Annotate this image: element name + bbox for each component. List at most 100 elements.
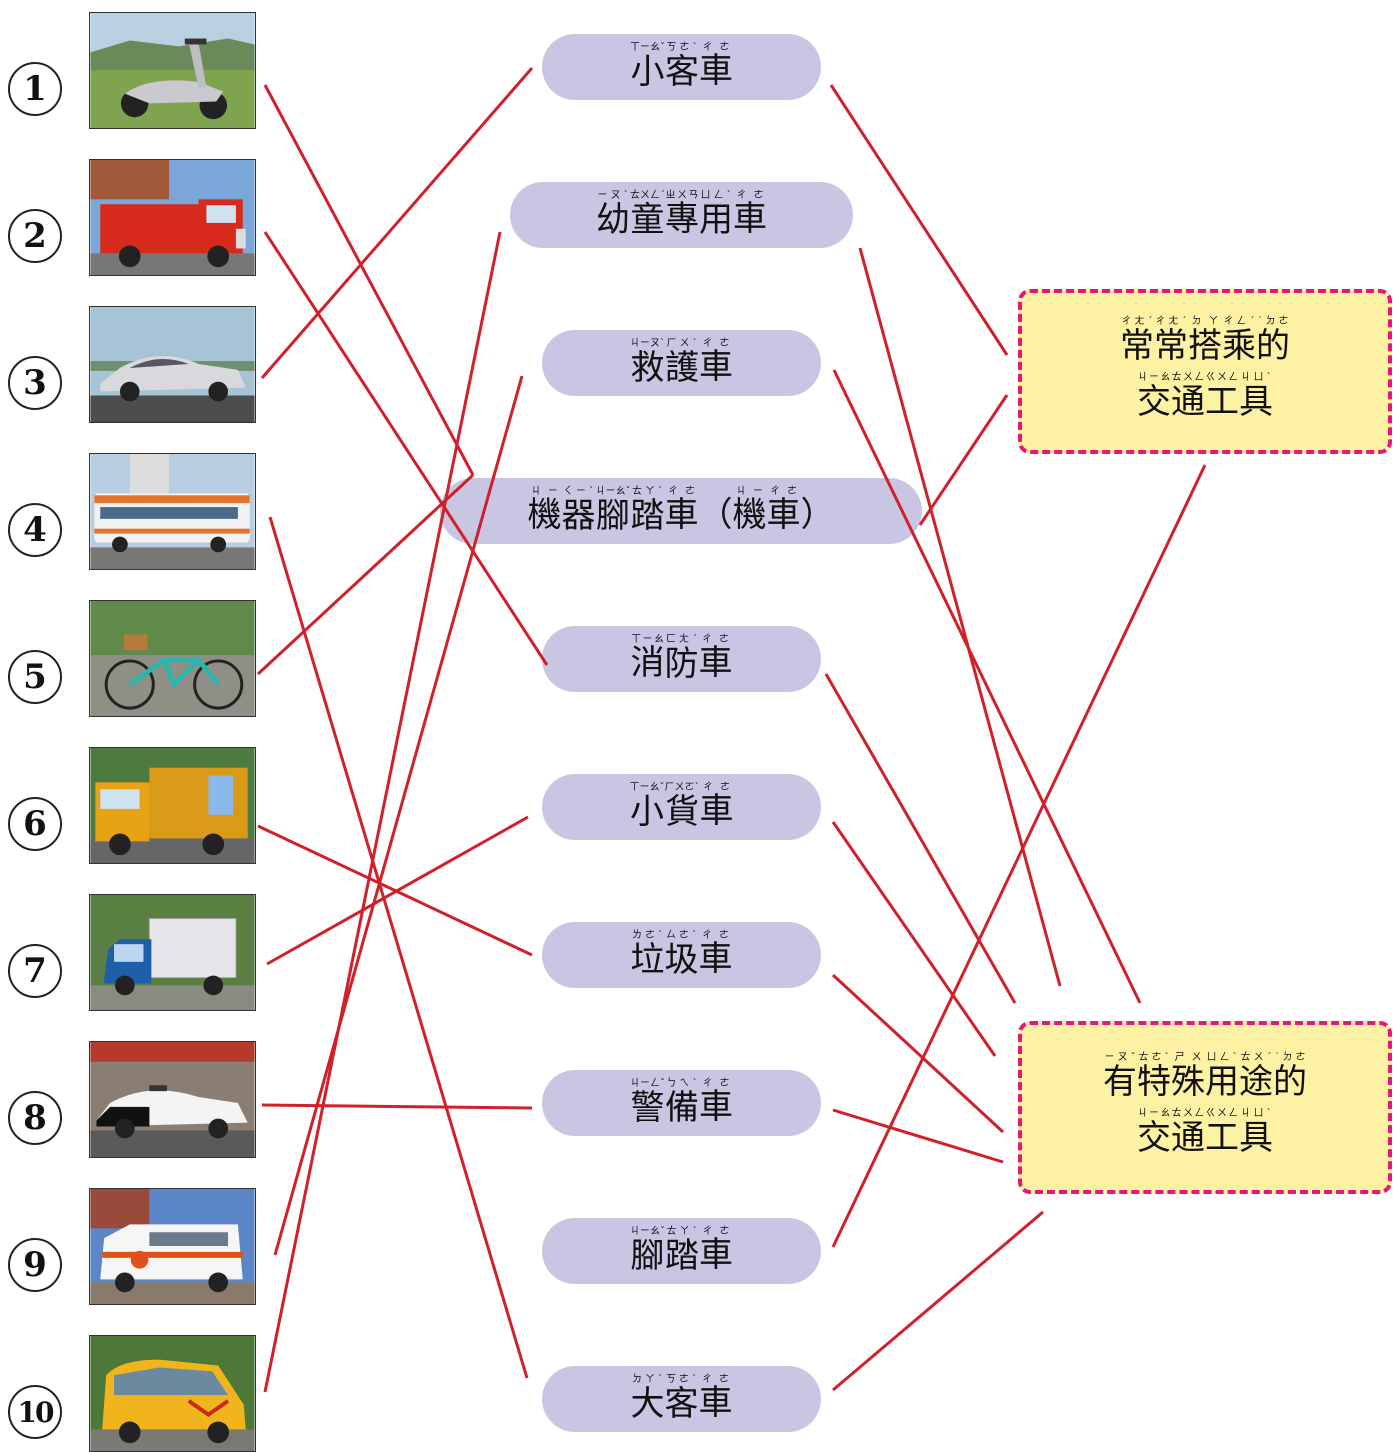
number-5: 5 bbox=[8, 650, 62, 704]
hanzi-char: 常ㄔㄤˊ bbox=[1120, 316, 1154, 367]
hanzi-char: 護ㄏㄨˋ bbox=[665, 337, 699, 388]
hanzi-char: 車ㄔㄜ bbox=[766, 486, 801, 535]
hanzi-char: 途ㄊㄨˊ bbox=[1239, 1052, 1273, 1103]
zhuyin: ㄔㄜ bbox=[698, 634, 733, 645]
hanzi-char: 特ㄊㄜˋ bbox=[1137, 1052, 1171, 1103]
hanzi-char: 有ㄧㄡˇ bbox=[1103, 1052, 1137, 1103]
hanzi-char: 踏ㄊㄚˋ bbox=[630, 485, 665, 536]
zhuyin: ㄐㄧㄡˋ bbox=[630, 337, 665, 349]
match-line-photo-3 bbox=[260, 67, 534, 379]
match-line-vehicle-4 bbox=[918, 394, 1009, 526]
zhuyin: ㄔㄜ bbox=[766, 486, 801, 497]
zhuyin: ㄔㄜ bbox=[698, 930, 733, 941]
hanzi-char: 警ㄐㄧㄥˇ bbox=[630, 1077, 665, 1128]
hanzi-char: 大ㄉㄚˋ bbox=[630, 1373, 665, 1424]
hanzi-char: 乘ㄔㄥˊ bbox=[1222, 316, 1256, 367]
zhuyin: ㄙㄜˋ bbox=[664, 929, 699, 941]
hanzi-char: 專ㄓㄨㄢ bbox=[665, 190, 699, 239]
zhuyin: ㄔㄥˊ bbox=[1222, 316, 1256, 328]
bicycle-icon bbox=[90, 601, 255, 716]
category-line: 有ㄧㄡˇ特ㄊㄜˋ殊ㄕㄨ用ㄩㄥˋ途ㄊㄨˊ的˙ㄉㄜ bbox=[1103, 1052, 1307, 1107]
zhuyin: ㄊㄚˋ bbox=[665, 1225, 699, 1237]
small-truck-photo bbox=[89, 894, 256, 1011]
hanzi-char: 機ㄐㄧ bbox=[732, 486, 767, 535]
scooter-icon bbox=[90, 13, 255, 128]
garbage-truck-photo bbox=[89, 747, 256, 864]
zhuyin: ㄒㄧㄠˇ bbox=[630, 41, 665, 53]
hanzi-char: 器ㄑㄧˋ bbox=[561, 485, 596, 536]
hanzi-char: 車ㄔㄜ bbox=[698, 930, 733, 979]
zhuyin: ㄔㄜ bbox=[698, 1374, 733, 1385]
match-line-photo-2 bbox=[263, 231, 549, 666]
hanzi-char: 防ㄈㄤˊ bbox=[664, 633, 699, 684]
match-line-photo-7 bbox=[266, 815, 529, 966]
zhuyin: ㄈㄤˊ bbox=[664, 633, 699, 645]
match-line-photo-8 bbox=[261, 1103, 533, 1110]
hanzi-char: 消ㄒㄧㄠ bbox=[630, 634, 665, 683]
zhuyin: ㄏㄨㄛˋ bbox=[664, 781, 700, 793]
zhuyin: ㄊㄨㄥ bbox=[1171, 1107, 1205, 1119]
zhuyin: ㄔㄜ bbox=[699, 782, 734, 793]
zhuyin: ㄐㄧ bbox=[527, 486, 562, 497]
ambulance-photo bbox=[89, 1188, 256, 1305]
zhuyin: ㄔㄜ bbox=[699, 338, 733, 349]
zhuyin: ㄔㄜ bbox=[699, 1226, 733, 1237]
school-van-icon bbox=[90, 1336, 255, 1451]
zhuyin: ㄑㄧˋ bbox=[561, 485, 596, 497]
hanzi-char: ） bbox=[800, 494, 835, 535]
hanzi-char: 通ㄊㄨㄥ bbox=[1171, 1107, 1205, 1158]
match-line-vehicle-1 bbox=[829, 84, 1009, 356]
match-line-photo-4 bbox=[268, 516, 529, 1379]
category-special-purpose-transport[interactable]: 有ㄧㄡˇ特ㄊㄜˋ殊ㄕㄨ用ㄩㄥˋ途ㄊㄨˊ的˙ㄉㄜ交ㄐㄧㄠ通ㄊㄨㄥ工ㄍㄨㄥ具ㄐㄩˋ bbox=[1018, 1021, 1392, 1194]
zhuyin: ㄍㄨㄥ bbox=[1205, 371, 1239, 383]
hanzi-char: 交ㄐㄧㄠ bbox=[1137, 1107, 1171, 1158]
number-6: 6 bbox=[8, 797, 62, 851]
zhuyin: ㄐㄧㄠˇ bbox=[630, 1225, 665, 1237]
hanzi-char: 車ㄔㄜ bbox=[698, 634, 733, 683]
hanzi-char: 通ㄊㄨㄥ bbox=[1171, 371, 1205, 422]
hanzi-char: 貨ㄏㄨㄛˋ bbox=[664, 781, 700, 832]
match-line-vehicle-3 bbox=[832, 369, 1142, 1004]
match-line-photo-1 bbox=[263, 84, 475, 476]
small-truck-icon bbox=[90, 895, 255, 1010]
sedan-photo bbox=[89, 306, 256, 423]
zhuyin: ㄉㄚˋ bbox=[630, 1373, 665, 1385]
zhuyin: ㄔㄤˊ bbox=[1120, 316, 1154, 328]
hanzi-char: 備ㄅㄟˋ bbox=[665, 1077, 699, 1128]
zhuyin: ㄒㄧㄠˇ bbox=[629, 781, 665, 793]
hanzi-char: 搭ㄉㄚ bbox=[1188, 316, 1222, 367]
hanzi-char: 腳ㄐㄧㄠˇ bbox=[595, 485, 631, 536]
zhuyin: ㄎㄜˋ bbox=[664, 1373, 699, 1385]
hanzi-char: 殊ㄕㄨ bbox=[1171, 1052, 1205, 1103]
hanzi-char: 具ㄐㄩˋ bbox=[1239, 371, 1273, 422]
hanzi-char: 童ㄊㄨㄥˊ bbox=[630, 189, 665, 240]
zhuyin: ㄔㄜ bbox=[699, 1078, 733, 1089]
zhuyin: ㄐㄧㄠ bbox=[1137, 371, 1171, 383]
zhuyin: ㄍㄨㄥ bbox=[1205, 1107, 1239, 1119]
category-line: 交ㄐㄧㄠ通ㄊㄨㄥ工ㄍㄨㄥ具ㄐㄩˋ bbox=[1137, 1108, 1273, 1163]
zhuyin: ㄅㄟˋ bbox=[665, 1077, 699, 1089]
scooter-photo bbox=[89, 12, 256, 129]
number-4: 4 bbox=[8, 503, 62, 557]
zhuyin: ˙ㄉㄜ bbox=[1256, 316, 1290, 328]
category-common-transport[interactable]: 常ㄔㄤˊ常ㄔㄤˊ搭ㄉㄚ乘ㄔㄥˊ的˙ㄉㄜ交ㄐㄧㄠ通ㄊㄨㄥ工ㄍㄨㄥ具ㄐㄩˋ bbox=[1018, 289, 1392, 454]
zhuyin: ㄧㄡˋ bbox=[596, 189, 630, 201]
zhuyin: ㄔㄜ bbox=[733, 190, 767, 201]
zhuyin: ㄕㄨ bbox=[1171, 1052, 1205, 1064]
bicycle-photo bbox=[89, 600, 256, 717]
zhuyin: ㄧㄡˇ bbox=[1103, 1052, 1137, 1064]
zhuyin: ㄉㄚ bbox=[1188, 316, 1222, 328]
zhuyin: ㄐㄩˋ bbox=[1239, 371, 1273, 383]
zhuyin: ˙ㄉㄜ bbox=[1273, 1052, 1307, 1064]
zhuyin: ㄊㄨㄥˊ bbox=[630, 189, 665, 201]
